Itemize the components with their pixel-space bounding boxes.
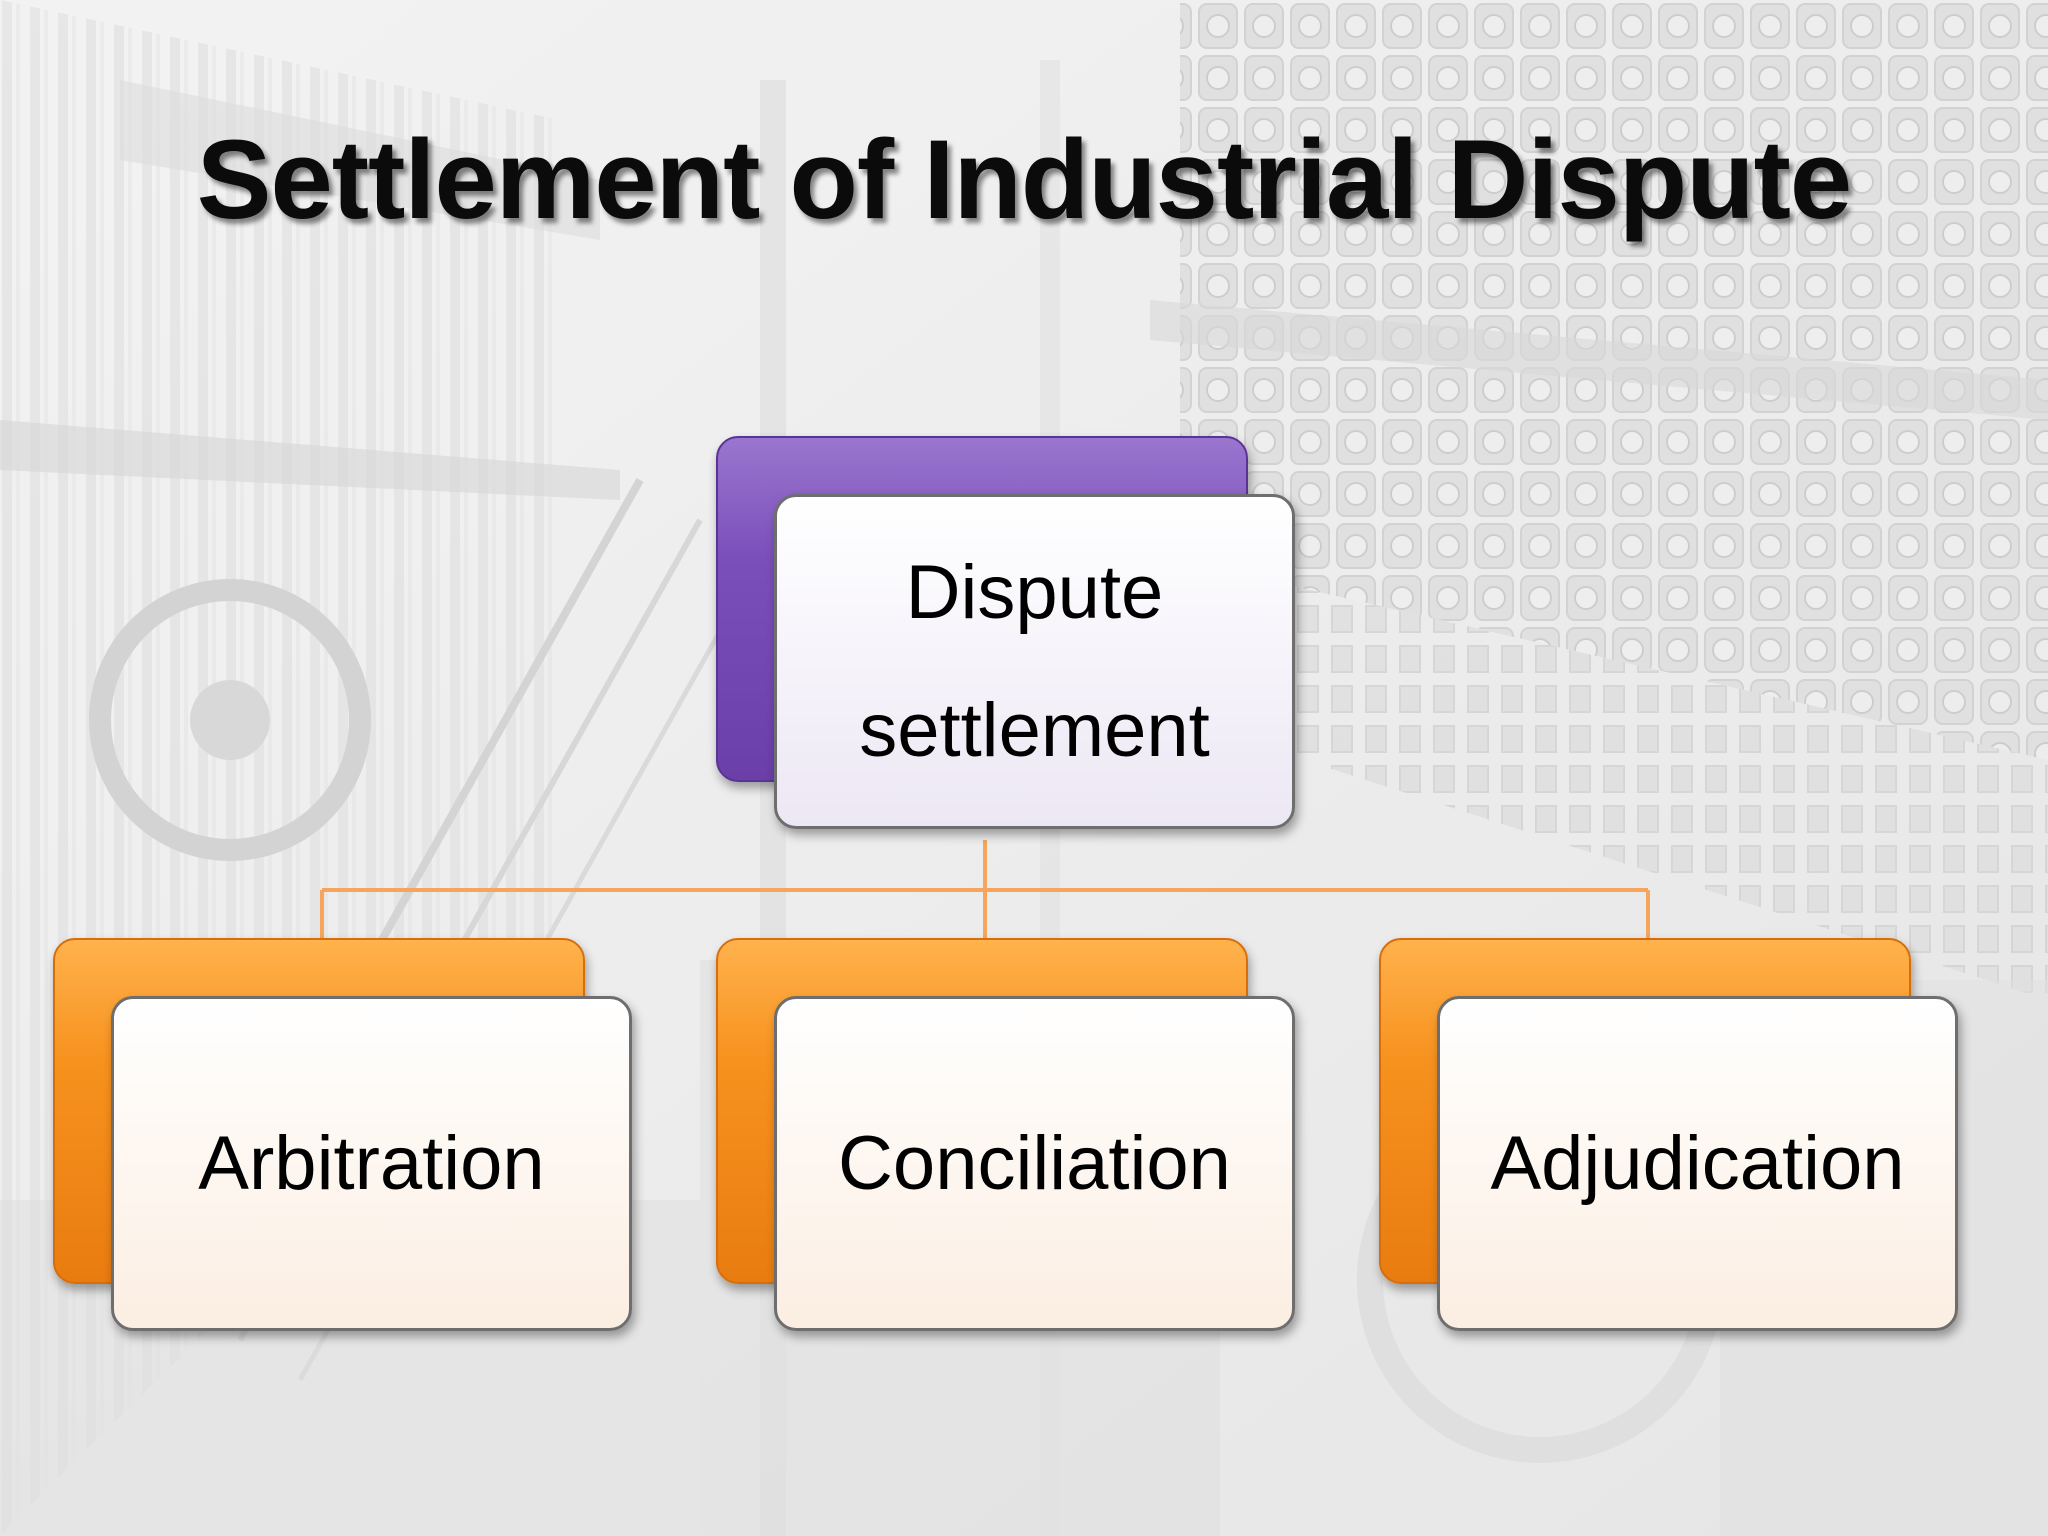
root-node-dispute-settlement: Dispute settlement (716, 436, 1301, 838)
root-node-label-line2: settlement (859, 687, 1210, 773)
root-node-label: Dispute settlement (859, 524, 1210, 800)
child-node-card: Conciliation (774, 996, 1295, 1331)
child-node-card: Arbitration (111, 996, 632, 1331)
child-node-card: Adjudication (1437, 996, 1958, 1331)
root-node-label-line1: Dispute (905, 549, 1164, 635)
child-node-label: Conciliation (838, 1120, 1231, 1206)
child-node-arbitration: Arbitration (53, 938, 638, 1340)
child-node-conciliation: Conciliation (716, 938, 1301, 1340)
slide-title: Settlement of Industrial Dispute (196, 117, 1852, 242)
child-node-adjudication: Adjudication (1379, 938, 1964, 1340)
child-node-label: Adjudication (1490, 1120, 1905, 1206)
root-node-card: Dispute settlement (774, 494, 1295, 829)
child-node-label: Arbitration (198, 1120, 545, 1206)
